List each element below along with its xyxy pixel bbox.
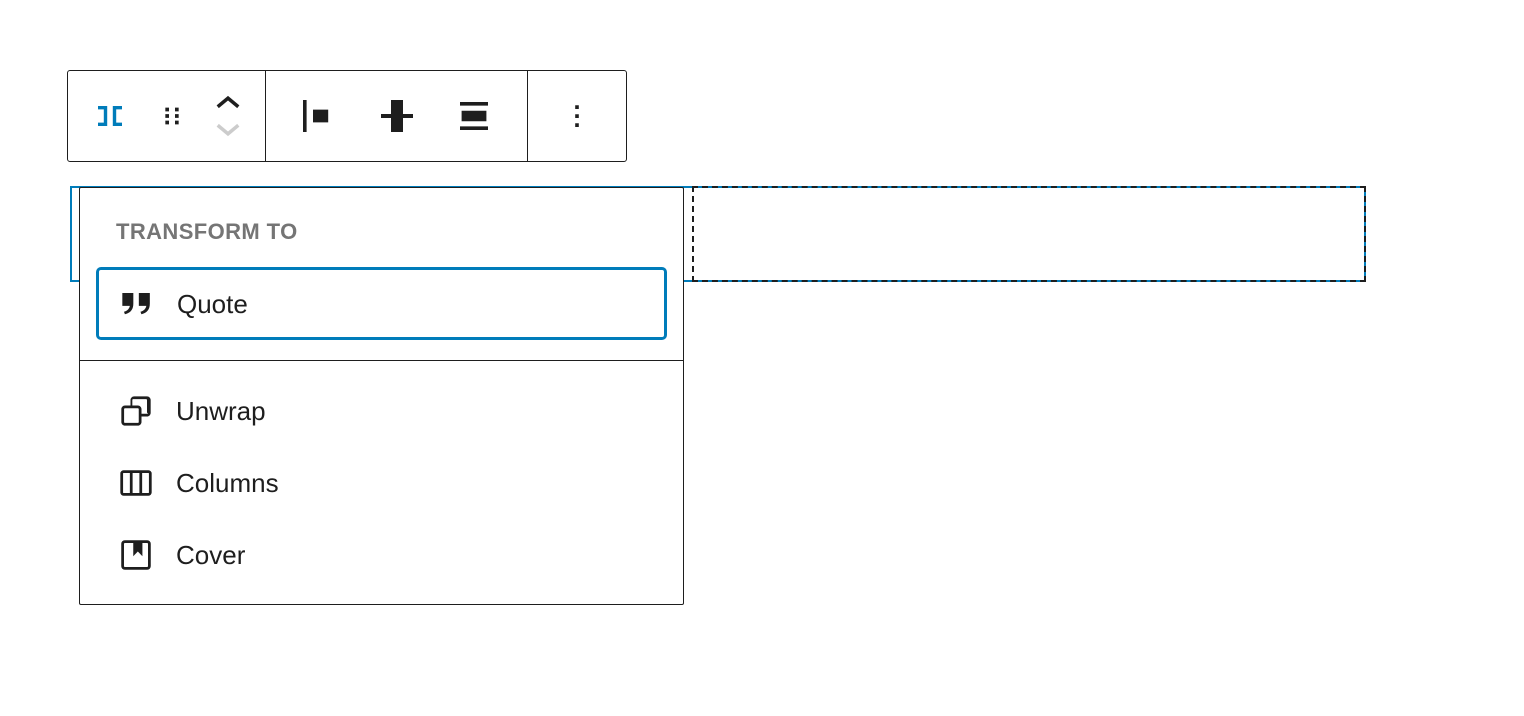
block-switcher-button[interactable] — [86, 92, 134, 140]
stretch-icon — [459, 102, 488, 130]
ungroup-icon — [121, 396, 151, 426]
cover-icon — [121, 540, 151, 570]
row-block-dashed-outline — [692, 186, 1366, 282]
justify-items-button[interactable] — [295, 92, 343, 140]
block-movers — [209, 94, 247, 138]
menu-item-cover[interactable]: Cover — [80, 519, 683, 591]
toolbar-group-block — [68, 71, 266, 161]
drag-handle[interactable] — [152, 96, 192, 136]
menu-item-label: Cover — [176, 540, 246, 570]
transform-heading: TRANSFORM TO — [116, 219, 298, 244]
menu-item-label: Quote — [177, 288, 248, 319]
more-vertical-icon — [575, 105, 579, 127]
drag-handle-icon — [164, 107, 179, 125]
row-block-icon — [97, 106, 122, 126]
transform-menu-group: Unwrap Columns Cover — [80, 361, 683, 604]
menu-item-label: Columns — [176, 468, 279, 498]
block-toolbar — [67, 70, 627, 162]
menu-divider — [80, 360, 683, 361]
justify-left-icon — [303, 100, 329, 132]
chevron-up-icon — [216, 95, 240, 109]
toolbar-group-layout — [266, 71, 528, 161]
chevron-down-icon — [216, 123, 240, 137]
move-down-button[interactable] — [209, 119, 247, 138]
toolbar-group-options — [528, 71, 626, 161]
columns-icon — [120, 470, 152, 496]
stretch-button[interactable] — [450, 92, 498, 140]
menu-item-label: Unwrap — [176, 396, 266, 426]
quote-icon — [122, 292, 150, 314]
options-button[interactable] — [553, 92, 601, 140]
align-vertical-center-icon — [380, 100, 413, 132]
move-up-button[interactable] — [209, 94, 247, 113]
transform-dropdown: TRANSFORM TO Quote Unwrap — [79, 187, 684, 605]
menu-item-columns[interactable]: Columns — [80, 447, 683, 519]
vertical-align-button[interactable] — [373, 92, 421, 140]
menu-item-quote[interactable]: Quote — [96, 267, 667, 340]
menu-item-unwrap[interactable]: Unwrap — [80, 375, 683, 447]
